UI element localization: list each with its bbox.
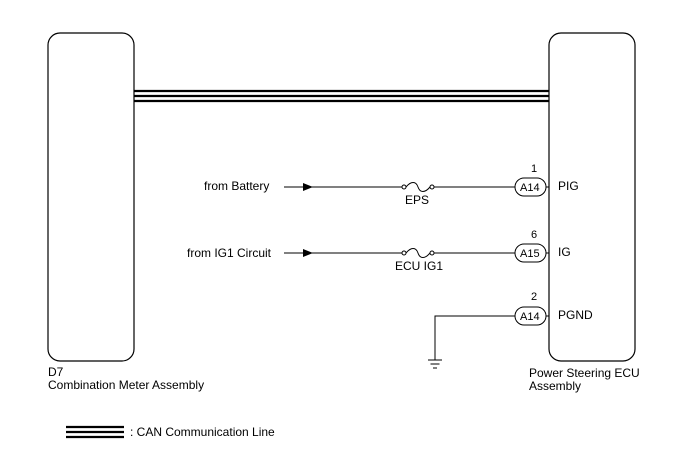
fuse-icon [401,182,435,192]
legend-can-line-icon [66,425,124,439]
left-component-code: D7 [48,365,64,379]
connector-label: A14 [520,311,540,323]
fuse-label: ECU IG1 [395,259,443,273]
pin-number: 6 [531,229,537,241]
connector-label: A14 [520,182,540,194]
terminal-label: IG [558,245,571,259]
arrow-right-icon [303,183,313,191]
battery-circuit: from Battery EPS 1 A14 PIG [204,163,579,207]
terminal-label: PGND [558,308,593,322]
right-component-name-line2: Assembly [529,379,581,393]
combination-meter-box [47,32,135,362]
legend: : CAN Communication Line [66,425,275,439]
fuse-icon [401,248,435,258]
ground-circuit: 2 A14 PGND [428,291,593,369]
pin-number: 2 [531,291,537,303]
left-component-name: Combination Meter Assembly [48,378,204,392]
battery-source-label: from Battery [204,179,269,193]
fuse-label: EPS [405,193,429,207]
legend-label: : CAN Communication Line [130,425,275,439]
can-communication-line [134,89,549,103]
power-steering-ecu-box [548,32,636,362]
ground-icon [428,359,442,369]
connector-label: A15 [520,248,540,260]
arrow-right-icon [303,249,313,257]
pin-number: 1 [531,163,537,175]
ig1-source-label: from IG1 Circuit [187,246,272,260]
right-component-name-line1: Power Steering ECU [529,366,640,380]
terminal-label: PIG [558,179,579,193]
ig1-circuit: from IG1 Circuit ECU IG1 6 A15 IG [187,229,571,273]
